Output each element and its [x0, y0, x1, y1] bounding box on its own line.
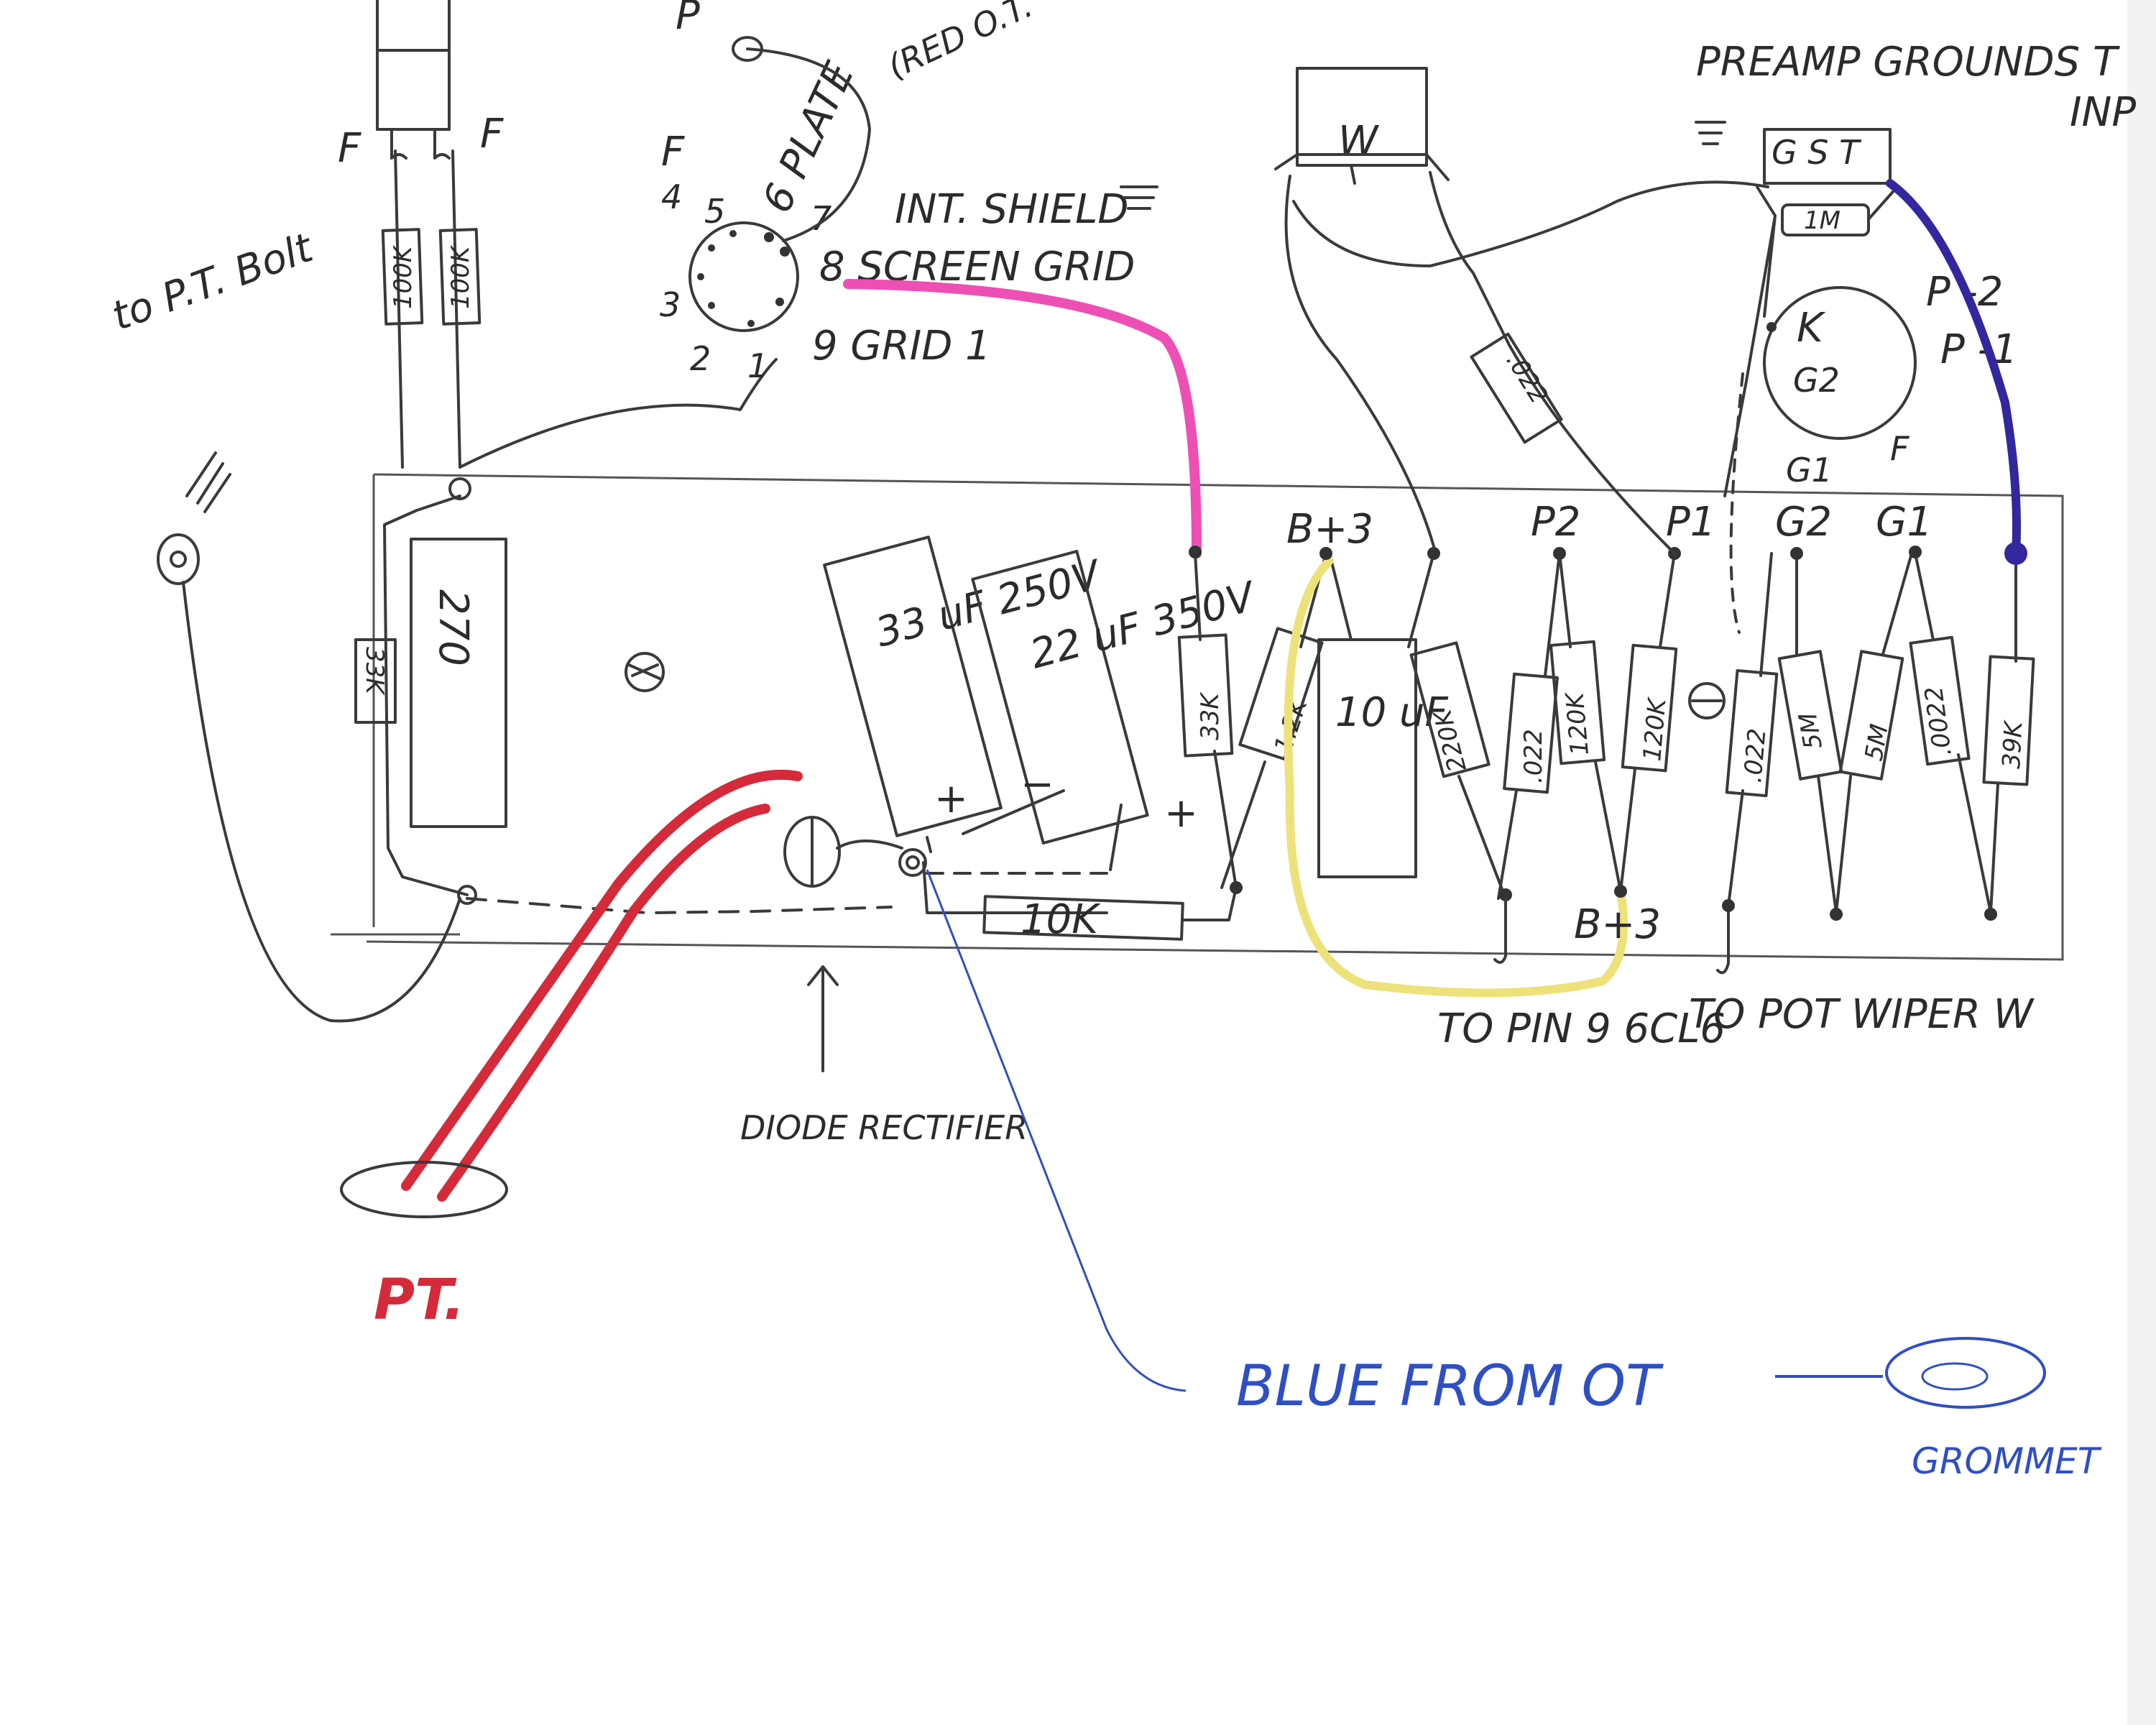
pot-k-label: K: [1797, 305, 1826, 351]
filament-wiring: 100K 100K F F: [338, 0, 504, 469]
res-270-label: 270: [430, 589, 476, 666]
diode-rectifier-label: DIODE RECTIFIER: [740, 1108, 1028, 1147]
red-ot-label: (RED O.T.: [882, 0, 1038, 86]
res-5m-b-label: 5M: [1859, 722, 1894, 763]
pin1-4-labels: 4: [661, 178, 682, 216]
p2-label: P2: [1531, 499, 1580, 546]
preamp-grounds-label: PREAMP GROUNDS T: [1696, 39, 2120, 86]
bplus3-bottom-label: B+3: [1574, 901, 1661, 948]
res-1m-label: 1M: [1804, 206, 1841, 235]
res-120k-b-label: 120K: [1638, 696, 1672, 763]
cap-022-a-label: .022: [1519, 729, 1548, 783]
inp-label: INP: [2070, 89, 2136, 136]
pot-g1-label: G1: [1786, 451, 1833, 489]
filament-left-label: F: [338, 125, 361, 172]
blue-from-ot-label: BLUE FROM OT: [1236, 1354, 1664, 1419]
pin1-label: 1: [747, 346, 768, 385]
pt-bottom-label: PT.: [374, 1268, 465, 1333]
diode-rectifier: 10K DIODE RECTIFIER: [740, 816, 1238, 1147]
input-jack: PREAMP GROUNDS T INP G S T 1M K G2 G1 F …: [1695, 39, 2136, 634]
screen-grid-wire: [843, 279, 1202, 558]
p1-label: P1: [1666, 499, 1715, 546]
wiper-label: W: [1338, 118, 1380, 165]
tube-socket: F 4 5 3 2 1 7 6 PLATE 8 SCREEN GRID 9 GR…: [660, 0, 1158, 385]
to-pt-bolt-label: to P.T. Bolt: [106, 224, 321, 340]
pin3-label: 3: [660, 285, 681, 324]
plus-a-label: +: [934, 776, 968, 822]
cap-022-b-label: .022: [1738, 727, 1772, 784]
g2-label: G2: [1775, 499, 1832, 546]
yellow-bplus-wire: [1284, 556, 1628, 998]
pot-g2-label: G2: [1793, 361, 1840, 400]
pin-f-label: F: [661, 129, 685, 175]
res-33k-side-label: 33K: [360, 647, 389, 696]
ground-lug: [157, 451, 461, 1023]
blue-ot-wire: BLUE FROM OT GROMMET: [926, 869, 2102, 1482]
int-shield-label: INT. SHIELD: [895, 186, 1128, 233]
resistor-270: 270 33K: [354, 358, 893, 914]
g1-label: G1: [1876, 499, 1932, 546]
grid1-label: 9 GRID 1: [812, 323, 991, 369]
board-components: 33K 1.2K 10 uF 220K .022 120K 120K .022: [1177, 552, 2035, 975]
board-screw: [625, 652, 665, 692]
res-39k-label: 39K: [1997, 719, 2029, 769]
res-100k-a-label: 100K: [389, 244, 418, 309]
res-10k-label: 10K: [1021, 896, 1101, 943]
plus-b-label: +: [1164, 790, 1198, 837]
pin2-label: 2: [690, 339, 711, 378]
bplus3-top-label: B+3: [1286, 506, 1373, 553]
minus-a-label: −: [1021, 761, 1054, 808]
to-pot-wiper-label: TO POT WIPER W: [1689, 991, 2035, 1038]
to-pin9-label: TO PIN 9 6CL6: [1437, 1006, 1726, 1052]
pin5-label: 5: [704, 192, 725, 231]
grommet-label: GROMMET: [1912, 1440, 2102, 1482]
pt-red-wires: PT.: [340, 769, 803, 1333]
res-5m-a-label: 5M: [1794, 710, 1828, 751]
volume-pot: W .022: [1274, 67, 1769, 555]
filament-right-label: F: [480, 111, 504, 157]
pot-f-label: F: [1890, 429, 1909, 468]
res-120k-a-label: 120K: [1560, 690, 1595, 757]
res-100k-b-label: 100K: [446, 244, 475, 309]
res-33k-label: 33K: [1196, 691, 1225, 740]
input-blue-wire: [1886, 179, 2021, 558]
gst-label: G S T: [1772, 133, 1862, 172]
pt-top-label: P: [676, 0, 700, 39]
res-220k-label: 220K: [1428, 705, 1473, 775]
terminal-board: [331, 473, 2064, 961]
